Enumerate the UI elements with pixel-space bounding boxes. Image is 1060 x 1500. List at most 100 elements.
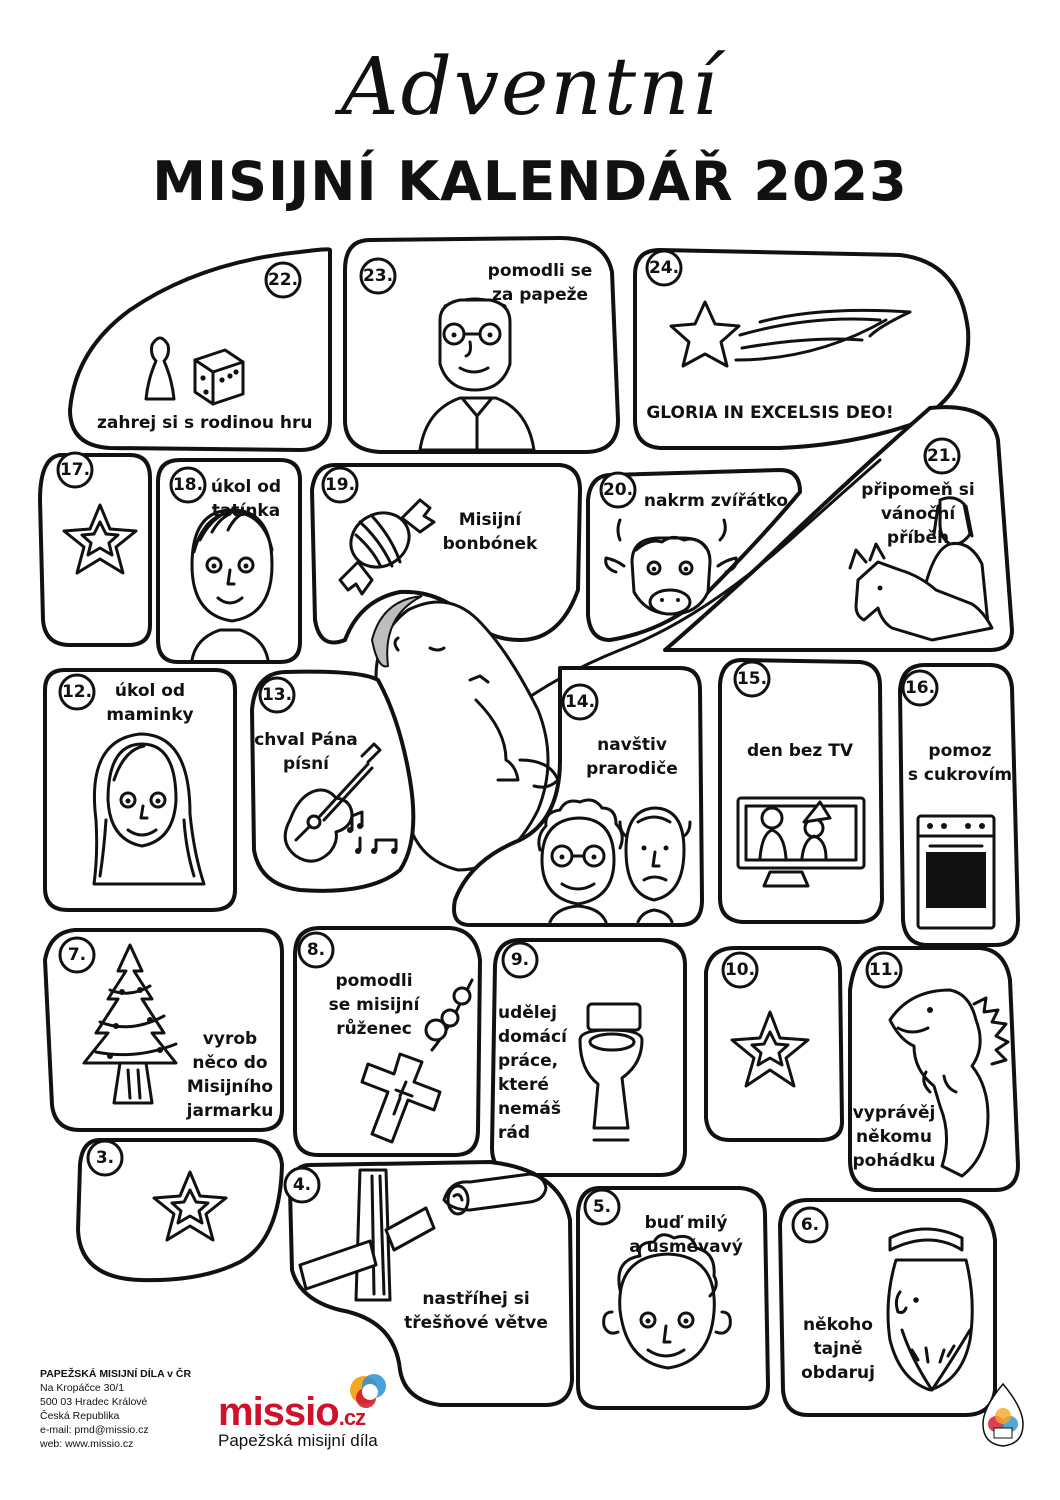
candy-icon xyxy=(338,498,436,596)
day-task-line: pomodli se xyxy=(488,261,593,281)
day-18-cell[interactable] xyxy=(156,458,302,664)
day-number-circle xyxy=(599,471,637,509)
christmas-tree-icon xyxy=(82,943,178,1105)
toilet-icon xyxy=(578,1002,644,1142)
day-22-cell[interactable] xyxy=(68,247,332,452)
day-4-cell[interactable] xyxy=(288,1160,574,1407)
day-task-20: nakrm zvířátko xyxy=(644,491,788,511)
cow-icon xyxy=(604,518,738,616)
day-task-line: úkol od xyxy=(211,477,281,497)
day-number-circle xyxy=(501,941,539,979)
day-task-24: GLORIA IN EXCELSIS DEO! xyxy=(646,403,893,423)
day-task-line: vyprávěj xyxy=(853,1103,936,1123)
day-task-line: které xyxy=(498,1075,549,1095)
missio-brand: missio xyxy=(218,1390,340,1434)
day-number-11: 11. xyxy=(865,951,903,989)
boy-icon xyxy=(602,1233,732,1370)
day-task-line: vánoční xyxy=(881,504,957,524)
day-number-circle xyxy=(865,951,903,989)
day-number-label: 18. xyxy=(173,475,203,495)
day-number-label: 9. xyxy=(511,950,529,970)
pawn-icon xyxy=(144,336,176,401)
day-number-15: 15. xyxy=(733,660,771,698)
star-icon xyxy=(152,1170,228,1242)
day-task-line: prarodiče xyxy=(586,759,678,779)
day-task-line: domácí xyxy=(498,1027,568,1047)
day-number-circle xyxy=(721,951,759,989)
day-number-20: 20. xyxy=(599,471,637,509)
day-12-cell[interactable] xyxy=(43,668,237,912)
day-6-cell[interactable] xyxy=(778,1198,997,1417)
day-24-cell[interactable] xyxy=(633,248,971,450)
day-number-circle xyxy=(583,1188,621,1226)
day-number-5: 5. xyxy=(583,1188,621,1226)
day-13-cell[interactable] xyxy=(250,669,416,893)
day-9-cell[interactable] xyxy=(490,938,687,1177)
day-number-9: 9. xyxy=(501,941,539,979)
day-number-circle xyxy=(264,261,302,299)
tv-icon xyxy=(736,796,866,888)
day-7-cell[interactable] xyxy=(43,928,284,1132)
rosary-icon xyxy=(360,978,474,1144)
day-number-14: 14. xyxy=(561,683,599,721)
day-numbers: 22.23.24.17.18.19.20.21.12.13.14.15.16.7… xyxy=(56,249,961,1244)
day-11-cell[interactable] xyxy=(848,946,1020,1192)
day-number-label: 19. xyxy=(325,475,355,495)
day-number-label: 14. xyxy=(565,692,595,712)
day-5-cell[interactable] xyxy=(576,1186,770,1410)
day-task-line: někoho xyxy=(803,1315,873,1335)
day-task-line: úkol od xyxy=(115,681,185,701)
day-task-line: den bez TV xyxy=(747,741,854,761)
day-task-line: práce, xyxy=(498,1051,558,1071)
day-14-cell[interactable] xyxy=(452,666,704,927)
day-task-line: písní xyxy=(283,754,330,774)
day-19-cell[interactable] xyxy=(310,463,582,645)
day-number-24: 24. xyxy=(645,249,683,287)
day-16-cell[interactable] xyxy=(898,663,1020,947)
day-23-cell[interactable] xyxy=(343,236,620,454)
day-number-circle xyxy=(321,466,359,504)
day-number-label: 21. xyxy=(927,446,957,466)
day-number-circle xyxy=(283,1166,321,1204)
missio-logo-drop-icon xyxy=(350,1374,386,1408)
footer-country: Česká Republika xyxy=(40,1410,120,1422)
day-21-cell[interactable] xyxy=(663,405,1014,652)
day-number-label: 17. xyxy=(60,460,90,480)
day-10-cell[interactable] xyxy=(704,946,844,1142)
missio-tld: .cz xyxy=(338,1405,366,1430)
day-task-line: připomeň si xyxy=(861,480,974,500)
day-task-line: třešňové větve xyxy=(404,1313,548,1333)
day-17-cell[interactable] xyxy=(38,453,152,647)
day-8-cell[interactable] xyxy=(293,926,482,1157)
day-task-line: za papeže xyxy=(492,285,588,305)
day-task-line: nakrm zvířátko xyxy=(644,491,788,511)
day-15-cell[interactable] xyxy=(718,658,884,924)
day-number-circle xyxy=(645,249,683,287)
day-3-cell[interactable] xyxy=(76,1138,284,1283)
comet-star-icon xyxy=(669,300,912,368)
dragon-icon xyxy=(888,988,1010,1178)
day-20-cell[interactable] xyxy=(586,468,802,642)
star-icon xyxy=(62,503,138,575)
day-number-12: 12. xyxy=(58,673,96,711)
day-number-8: 8. xyxy=(297,931,335,969)
day-number-22: 22. xyxy=(264,261,302,299)
day-number-circle xyxy=(359,257,397,295)
day-task-15: den bez TV xyxy=(747,741,854,761)
day-task-line: se misijní xyxy=(329,995,421,1015)
day-number-label: 8. xyxy=(307,940,325,960)
bishop-icon xyxy=(886,1227,974,1392)
day-number-18: 18. xyxy=(169,466,207,504)
